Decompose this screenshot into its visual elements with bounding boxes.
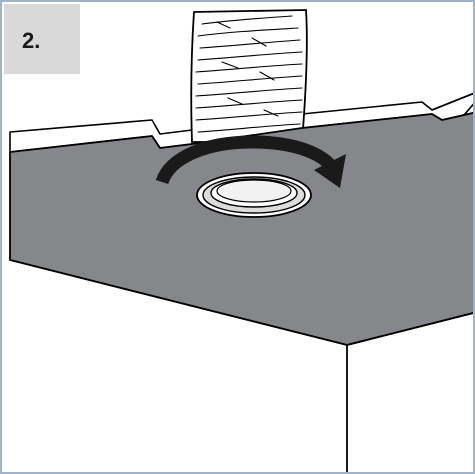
duct-collar-ring [196, 172, 312, 218]
step-badge [4, 4, 80, 74]
wall-face-front [9, 259, 473, 472]
step-number: 2. [22, 28, 41, 53]
flexible-duct-hose [190, 9, 308, 143]
rotate-arrow-icon [155, 135, 346, 188]
wall-edge-right [431, 92, 473, 116]
